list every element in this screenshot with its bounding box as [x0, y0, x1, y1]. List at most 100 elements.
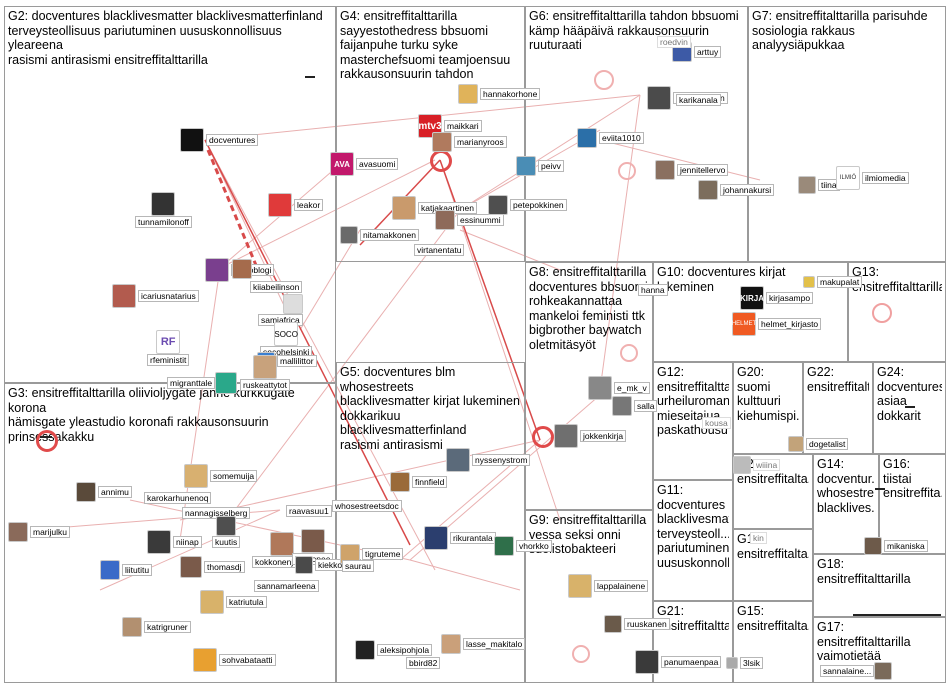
node-petepokkinen[interactable]: petepokkinen — [488, 195, 567, 215]
node-virtanentatu[interactable]: virtanentatu — [412, 244, 465, 256]
avatar — [216, 516, 237, 536]
node-leakor[interactable]: leakor — [268, 193, 324, 217]
node-icariusnatarius[interactable]: icariusnatarius — [112, 284, 199, 308]
node-somemuija[interactable]: somemuija — [184, 464, 258, 488]
node-label: jokkenkirja — [580, 430, 627, 442]
node-panumaenpaa[interactable]: panumaenpaa — [635, 650, 722, 674]
node-label: salla — [634, 400, 658, 412]
avatar — [494, 536, 514, 556]
node-kiiabeilinson[interactable]: kiiabeilinson — [232, 245, 303, 293]
node-lasse_makitalo[interactable]: lasse_makitalo — [441, 634, 526, 654]
node-sannalaine[interactable]: sannalaine... — [818, 662, 893, 680]
node-label: ilmiomedia — [862, 172, 909, 184]
node-katriutula[interactable]: katriutula — [200, 590, 267, 614]
node-sannamarleena[interactable]: sannamarleena — [252, 580, 319, 592]
node-roedvin[interactable]: roedvin — [655, 36, 691, 48]
avatar — [100, 560, 120, 580]
node-tiina[interactable]: tiina — [798, 176, 840, 194]
node-3lsik[interactable]: 3lsik — [726, 657, 764, 669]
node-label: leakor — [294, 199, 324, 211]
node-label: annimu — [98, 486, 132, 498]
node-peivv[interactable]: peivv — [516, 156, 564, 176]
node-jokkenkirja[interactable]: jokkenkirja — [554, 424, 627, 448]
avatar — [798, 176, 816, 194]
node-ring — [430, 150, 452, 172]
node-e_mk_v[interactable]: e_mk_v — [588, 376, 650, 400]
node-label: dogetalist — [806, 438, 849, 450]
node-liitutitu[interactable]: liitutitu — [100, 560, 153, 580]
node-migranttale[interactable]: migranttale — [165, 372, 238, 394]
node-lappalainene[interactable]: lappalainene — [568, 574, 649, 598]
node-johannakursi[interactable]: johannakursi — [698, 180, 775, 200]
node-nyssenystrom[interactable]: nyssenystrom — [446, 448, 531, 472]
avatar — [655, 160, 675, 180]
node-dogetalist[interactable]: dogetalist — [788, 436, 849, 452]
node-hanna[interactable]: hanna — [636, 284, 668, 296]
avatar — [424, 526, 448, 550]
node-label: somemuija — [210, 470, 258, 482]
node-bbird82[interactable]: bbird82 — [404, 657, 441, 669]
avatar — [635, 650, 659, 674]
node-label: aleksipohjola — [377, 644, 433, 656]
node-rikurantala[interactable]: rikurantala — [424, 526, 496, 550]
node-annimu[interactable]: annimu — [76, 482, 132, 502]
avatar — [295, 556, 313, 574]
node-karokarhunenoq[interactable]: karokarhunenoq — [142, 492, 212, 504]
node-marijulku[interactable]: marijulku — [8, 522, 71, 542]
node-sohvabataatti[interactable]: sohvabataatti — [193, 648, 276, 672]
avatar — [864, 537, 882, 555]
node-ring — [36, 430, 58, 452]
group-box-g15: G15: ensitreffitalta... — [733, 601, 813, 683]
node-raavasuu1[interactable]: raavasuu1 — [284, 505, 332, 517]
group-title-g13: G13: ensitreffitalttarilla — [852, 265, 942, 294]
node-finnfield[interactable]: finnfield — [390, 472, 448, 492]
node-label: panumaenpaa — [661, 656, 722, 668]
node-katrigruner[interactable]: katrigruner — [122, 617, 191, 637]
node-wiiina[interactable]: wiiina — [733, 456, 781, 474]
node-kin[interactable]: kin — [748, 532, 767, 544]
node-salla[interactable]: salla — [612, 396, 658, 416]
node-kousa[interactable]: kousa — [700, 417, 731, 429]
node-docventures[interactable]: docventures — [180, 128, 259, 152]
node-mikaniska[interactable]: mikaniska — [864, 537, 928, 555]
avatar — [647, 86, 671, 110]
node-tigruteme[interactable]: tigruteme — [340, 544, 404, 564]
node-jennitellervo[interactable]: jennitellervo — [655, 160, 729, 180]
node-niinap[interactable]: niinap — [147, 530, 202, 554]
node-makupalat[interactable]: makupalat — [803, 276, 863, 288]
node-karikanala[interactable]: karikanala — [674, 94, 721, 106]
node-saurau[interactable]: saurau — [340, 560, 374, 572]
node-kuutis[interactable]: kuutis — [212, 516, 241, 548]
group-title-g2: G2: docventures blacklivesmatter blackli… — [8, 9, 323, 67]
node-nitamakkonen[interactable]: nitamakkonen — [340, 226, 419, 244]
node-essinummi[interactable]: essinummi — [435, 210, 504, 230]
node-label: whosestreetsdoc — [332, 500, 402, 512]
node-tunnamilonoff[interactable]: tunnamilonoff — [135, 192, 192, 228]
avatar — [355, 640, 375, 660]
node-marianyroos[interactable]: marianyroos — [432, 132, 507, 152]
node-eviita1010[interactable]: eviita1010 — [577, 128, 644, 148]
group-box-g16: G16: tiistai ensitreffita... — [879, 454, 946, 554]
node-thomasdj[interactable]: thomasdj — [180, 556, 245, 578]
avatar — [874, 662, 893, 680]
group-box-g17: G17: ensitreffitalttarilla vaimotietää — [813, 617, 946, 683]
node-hannakorhone[interactable]: hannakorhone — [458, 84, 541, 104]
node-ruuskanen[interactable]: ruuskanen — [604, 615, 670, 633]
node-whosestreetsdoc[interactable]: whosestreetsdoc — [330, 500, 402, 512]
node-vhorkko[interactable]: vhorkko — [494, 536, 552, 556]
node-label: finnfield — [412, 476, 448, 488]
node-label: helmet_kirjasto — [758, 318, 822, 330]
avatar — [215, 372, 238, 394]
node-label: kiiabeilinson — [250, 281, 303, 293]
node-label: hannakorhone — [480, 88, 541, 100]
group-title-g24: G24: docventures asiaa dokkarit — [877, 365, 942, 423]
node-aleksipohjola[interactable]: aleksipohjola — [355, 640, 433, 660]
node-ruskeattytot[interactable]: ruskeattytot — [240, 355, 290, 391]
node-ring — [620, 344, 638, 362]
